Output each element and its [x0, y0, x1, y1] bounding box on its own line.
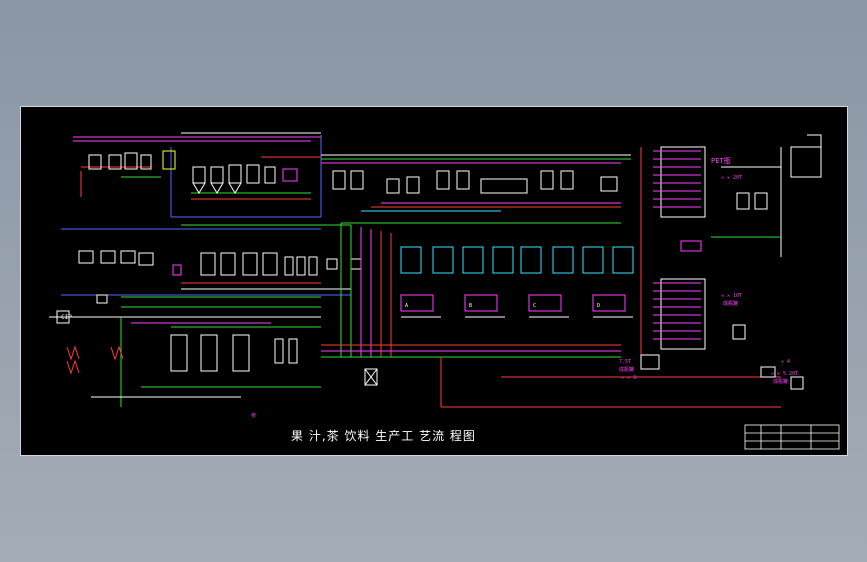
t20b-sub-label: 成瓶罐	[773, 378, 788, 385]
prep-tanks	[88, 150, 298, 194]
cip-area	[49, 294, 321, 407]
heat-exchangers	[66, 345, 124, 375]
t20a-label: ≈ ✕ 20T	[721, 175, 742, 181]
prep-area	[73, 132, 322, 218]
title-block	[744, 424, 840, 450]
cip-label: CIP	[61, 314, 72, 321]
cip-tanks	[170, 334, 298, 372]
t75-label: 7.5T	[619, 359, 631, 365]
filler-letter-tags: A B C D	[405, 303, 600, 309]
t3b-label: ✕ 4	[781, 359, 790, 365]
right-labels: PET瓶 ≈ ✕ 20T ≈ ✕ 10T 成瓶罐 7.5T 成瓶罐 ≈ ✕ 3 …	[61, 156, 798, 419]
t75b-label: 成瓶罐	[619, 366, 634, 373]
t10b-label: 成瓶罐	[723, 300, 738, 307]
middle-left-pipes	[61, 224, 351, 296]
tank	[88, 154, 102, 170]
t3-label: ≈ ✕ 3	[621, 375, 636, 381]
filler-manifolds	[400, 294, 633, 318]
line-tag-d: D	[597, 303, 600, 309]
t20b-label: ≈ ✕ 5 20T	[771, 371, 798, 377]
pet-area	[640, 134, 822, 390]
t10-label: ≈ ✕ 10T	[721, 293, 742, 299]
center-vertical-pipes	[321, 223, 781, 408]
upper-middle-pipes	[321, 154, 631, 224]
line-tag-a: A	[405, 303, 408, 309]
middle-left-tanks	[78, 250, 362, 276]
drawing-title: 果 汁,茶 饮料 生产工 艺流 程图	[291, 428, 476, 443]
pet-label: PET瓶	[711, 156, 731, 165]
process-flow-diagram: A B C D PET瓶 ≈ ✕ 20T ≈ ✕ 10T 成瓶罐 7.5T 成瓶…	[49, 132, 840, 450]
line-tag-b: B	[469, 303, 472, 309]
drawing-canvas[interactable]: A B C D PET瓶 ≈ ✕ 20T ≈ ✕ 10T 成瓶罐 7.5T 成瓶…	[20, 106, 848, 456]
bottom-mark: 夜	[251, 412, 256, 419]
filler-tanks	[400, 246, 634, 274]
valve-symbol	[364, 368, 378, 386]
line-tag-c: C	[533, 303, 536, 309]
upper-middle-tanks	[332, 170, 618, 194]
